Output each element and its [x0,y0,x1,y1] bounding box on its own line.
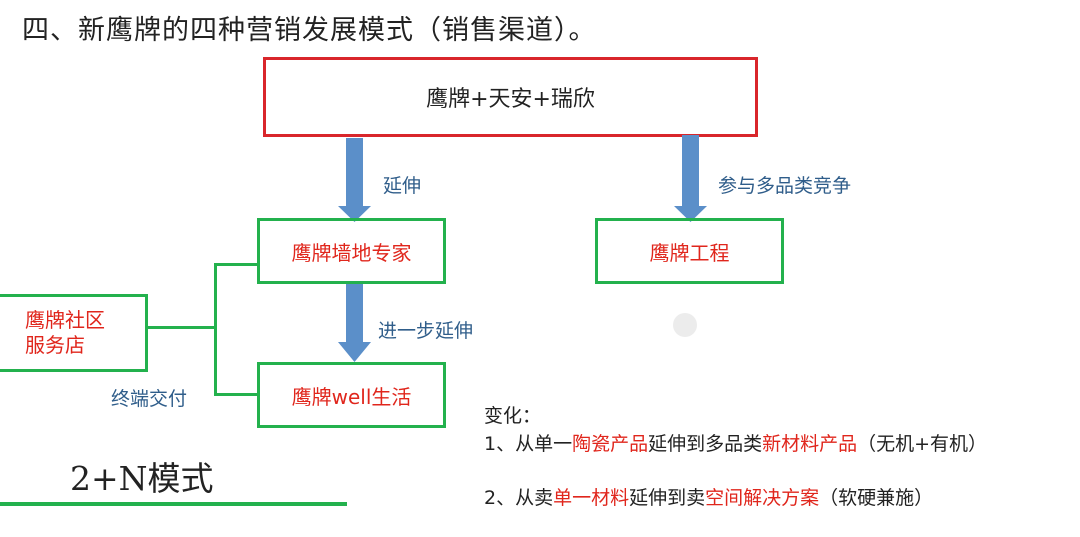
change-1-part-1: 1、从单一 [484,433,573,455]
page-title: 四、新鹰牌的四种营销发展模式（销售渠道）。 [22,15,597,46]
change-2-highlight-2: 空间解决方案 [705,487,820,509]
community-store-box: 鹰牌社区 服务店 [0,294,148,372]
change-1-part-3: （无机+有机） [857,433,988,455]
engineering-box: 鹰牌工程 [595,218,784,284]
change-2-part-3: （软硬兼施） [819,487,934,509]
arrow-further-extend [338,284,371,362]
connector-to-well-life [214,393,259,396]
connector-to-wall-expert [214,263,259,266]
change-2-part-2: 延伸到卖 [629,487,706,509]
arrow-compete [674,135,707,222]
well-life-label: 鹰牌well生活 [291,384,412,409]
connector-vertical [214,263,217,396]
community-store-label-1: 鹰牌社区 [25,308,105,332]
wall-expert-box: 鹰牌墙地专家 [257,218,446,284]
change-1-part-2: 延伸到多品类 [648,433,763,455]
change-item-2: 2、从卖单一材料延伸到卖空间解决方案（软硬兼施） [484,483,933,510]
well-life-box: 鹰牌well生活 [257,362,446,428]
changes-title: 变化： [484,405,542,427]
engineering-label: 鹰牌工程 [649,240,730,265]
change-item-1: 1、从单一陶瓷产品延伸到多品类新材料产品（无机+有机） [484,429,987,456]
change-2-highlight-1: 单一材料 [553,487,630,509]
mode-label: 2+N模式 [70,459,214,498]
mode-underline [0,502,347,506]
arrow-compete-label: 参与多品类竞争 [718,175,852,197]
arrow-extend-label: 延伸 [383,175,422,197]
arrow-extend [338,138,371,222]
change-1-highlight-2: 新材料产品 [762,433,858,455]
top-box-label: 鹰牌+天安+瑞欣 [426,87,595,112]
change-1-highlight-1: 陶瓷产品 [572,433,649,455]
wall-expert-label: 鹰牌墙地专家 [291,240,412,265]
decorative-dot [673,313,697,337]
top-box: 鹰牌+天安+瑞欣 [263,57,758,137]
delivery-label: 终端交付 [111,388,188,410]
change-2-part-1: 2、从卖 [484,487,554,509]
arrow-further-extend-label: 进一步延伸 [378,320,474,342]
connector-horizontal-main [148,326,216,329]
community-store-label-2: 服务店 [25,333,85,357]
